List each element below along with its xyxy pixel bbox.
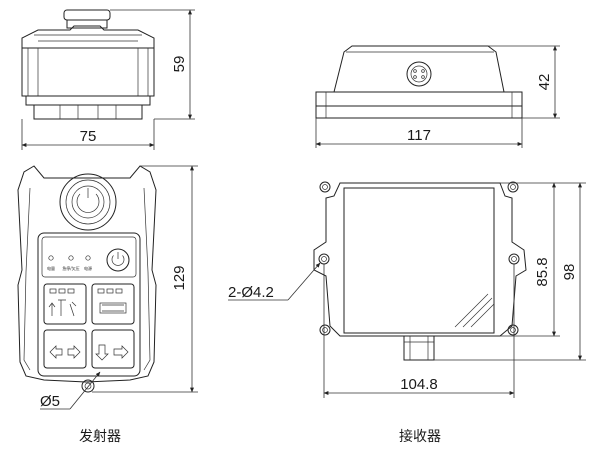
receiver-top-height-dim: 42 xyxy=(536,74,553,91)
indicator-label-battery: 电量 xyxy=(47,265,55,271)
arrow-left-icon xyxy=(49,345,63,359)
transmitter-top-height-dim: 59 xyxy=(171,56,188,73)
transmitter-front-view: 电量 急停/欠压 电源 Ø5 129 xyxy=(17,165,198,410)
receiver-top-view: 117 42 xyxy=(315,45,560,148)
receiver-body-height-dim: 85.8 xyxy=(534,257,551,286)
receiver-top-width-dim: 117 xyxy=(407,127,431,144)
mount-holes-dim: 2-Ø4.2 xyxy=(228,284,274,301)
receiver-front-view: 2-Ø4.2 104.8 85.8 98 xyxy=(228,181,586,398)
indicator-label-estop: 急停/欠压 xyxy=(62,265,79,271)
receiver-caption: 接收器 xyxy=(399,428,441,445)
transmitter-top-view: 75 59 xyxy=(21,9,195,150)
arrow-right-icon xyxy=(67,345,81,359)
hole-spacing-dim: 104.8 xyxy=(400,376,438,393)
transmitter-top-width-dim: 75 xyxy=(80,128,97,145)
transmitter-front-height-dim: 129 xyxy=(171,265,188,290)
receiver-total-height-dim: 98 xyxy=(561,264,578,281)
hole-diameter-dim: Ø5 xyxy=(40,393,60,410)
arrow-down-icon xyxy=(95,344,109,361)
transmitter-caption: 发射器 xyxy=(79,429,121,445)
power-button-icon xyxy=(106,248,130,272)
indicator-label-power: 电源 xyxy=(84,265,92,271)
arrow-right-icon-2 xyxy=(113,345,129,359)
